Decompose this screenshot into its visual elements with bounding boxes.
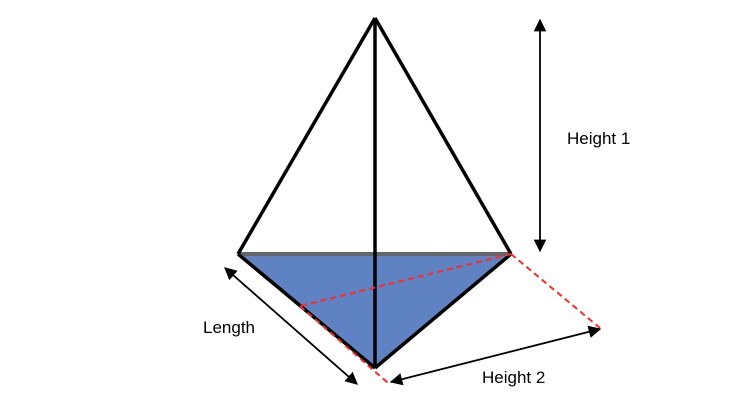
height2-label: Height 2 [482,368,545,387]
edge-left [236,17,377,255]
length-label: Length [203,318,255,337]
length-arrow [224,267,358,385]
height2-arrow [389,325,602,386]
height1-label: Height 1 [567,129,630,148]
edge-right [373,17,513,255]
